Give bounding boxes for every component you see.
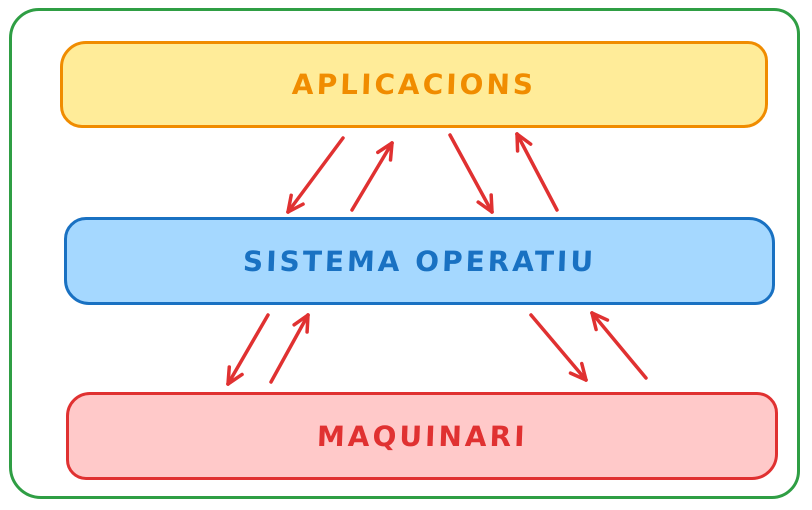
box-maquinari: MAQUINARI (66, 392, 778, 480)
box-maquinari-label: MAQUINARI (316, 419, 528, 453)
box-sistema-operatiu: SISTEMA OPERATIU (64, 217, 775, 305)
box-aplicacions: APLICACIONS (60, 41, 768, 128)
box-sistema-operatiu-label: SISTEMA OPERATIU (242, 244, 597, 278)
outer-frame (9, 8, 800, 499)
box-aplicacions-label: APLICACIONS (291, 68, 537, 101)
